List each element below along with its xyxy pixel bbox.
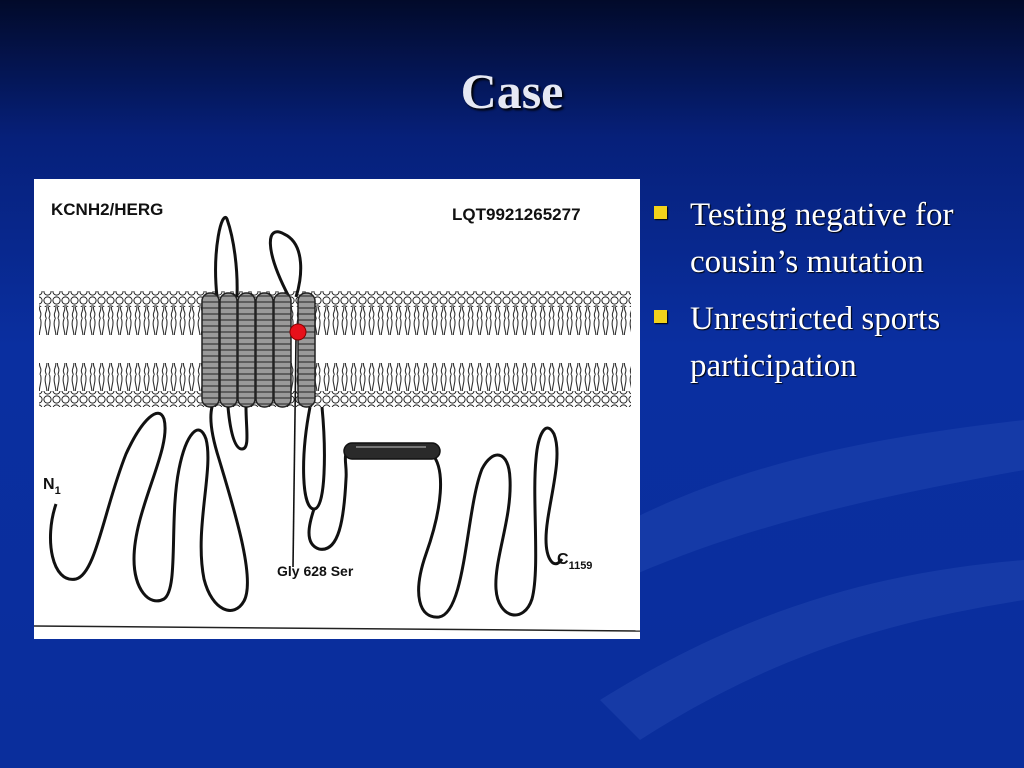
bullet-text: Unrestricted sports participation bbox=[690, 301, 941, 384]
intracellular-chain bbox=[49, 406, 564, 619]
extracellular-loops bbox=[214, 215, 303, 298]
bullet-text: Testing negative for cousin’s mutation bbox=[690, 197, 954, 280]
mutation-label: Gly 628 Ser bbox=[277, 563, 354, 579]
gene-label: KCNH2/HERG bbox=[51, 200, 163, 219]
channel-diagram: KCNH2/HERG LQT9921265277 Gly 628 Ser N1 … bbox=[34, 179, 640, 639]
n-terminus-label: N1 bbox=[43, 476, 61, 497]
transmembrane-helices bbox=[201, 292, 316, 408]
slide-title: Case bbox=[460, 63, 564, 119]
mutation-marker bbox=[289, 323, 307, 341]
c-terminus-label: C1159 bbox=[557, 551, 592, 572]
bullet-list: Testing negative for cousin’s mutation U… bbox=[650, 192, 980, 400]
mutation-pointer-line bbox=[292, 338, 297, 568]
membrane-bilayer bbox=[39, 291, 631, 407]
figure-baseline bbox=[34, 625, 640, 632]
variant-id-label: LQT9921265277 bbox=[452, 205, 581, 224]
square-bullet-icon bbox=[654, 206, 667, 219]
cytoplasmic-helix bbox=[343, 442, 441, 460]
square-bullet-icon bbox=[654, 310, 667, 323]
bullet-item: Unrestricted sports participation bbox=[650, 296, 980, 390]
bullet-item: Testing negative for cousin’s mutation bbox=[650, 192, 980, 286]
